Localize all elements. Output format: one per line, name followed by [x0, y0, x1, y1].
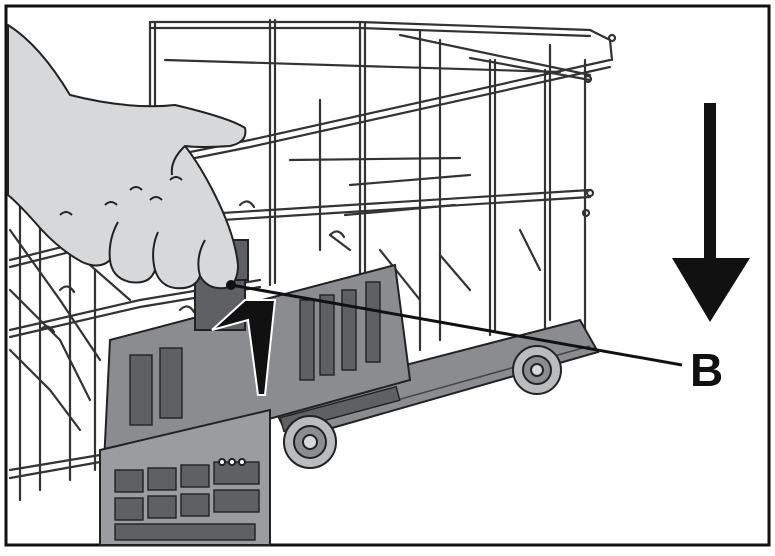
callout-label-b: B: [690, 344, 723, 396]
rack-adjuster-icon: [98, 239, 600, 546]
rack-wheel-right: [512, 345, 562, 395]
down-arrow-icon: [672, 103, 750, 322]
up-arrow-icon: [211, 299, 277, 396]
callout-leader: [226, 280, 683, 367]
rack-wheel-left: [283, 415, 337, 469]
